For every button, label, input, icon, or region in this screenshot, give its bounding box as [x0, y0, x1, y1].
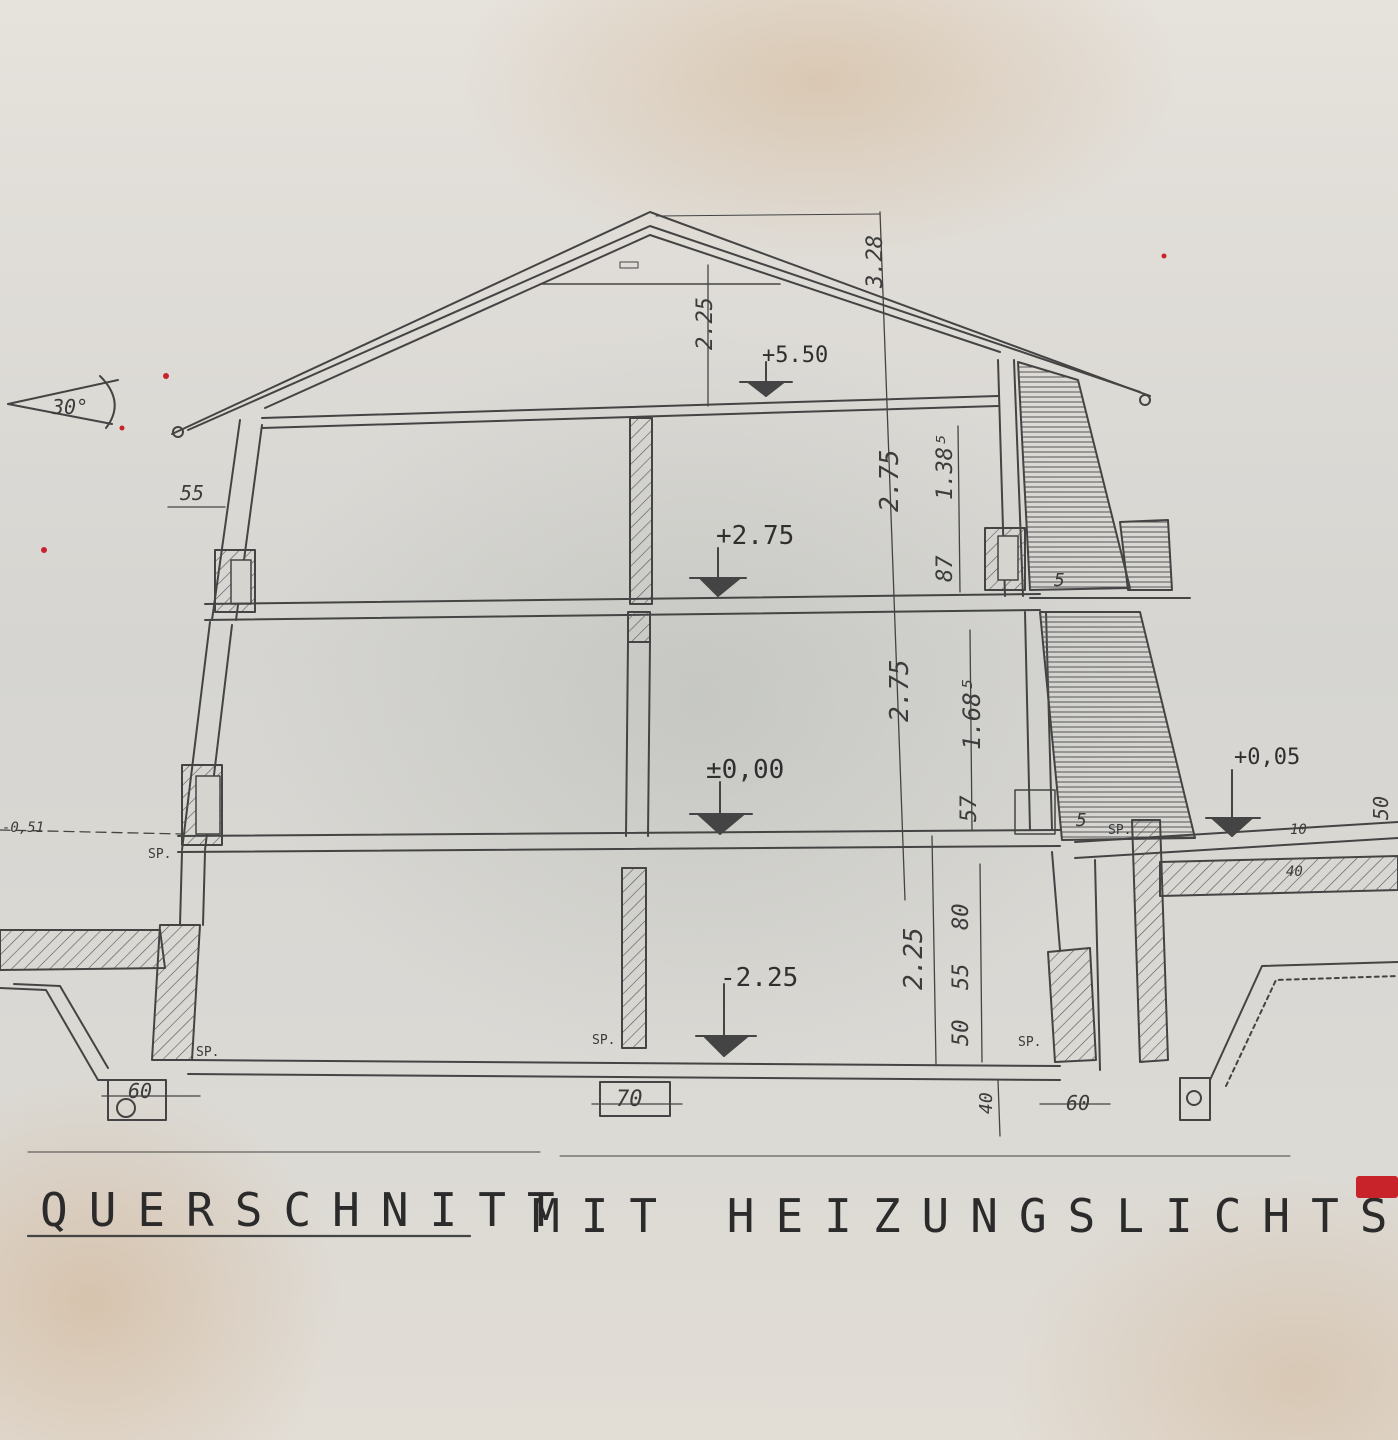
dim-basement-55: 55: [949, 964, 974, 991]
upper-slab: [204, 593, 1041, 621]
basement: [107, 851, 1211, 1121]
sp-label: SP.: [592, 1033, 615, 1048]
level-labels: +5.50 +2.75 ±0,00 -2.25 +0,05: [706, 343, 1300, 993]
dim-roof-total: 3.28: [863, 235, 888, 289]
dimension-labels: 3.28 2.25 2.75 2.75 2.25 1.38⁵ 87 1.68⁵ …: [2, 235, 1393, 1115]
terrain: [0, 855, 1398, 1087]
dim-ground-story: 2.75: [885, 659, 915, 722]
dimension-lines: [0, 211, 1291, 1238]
dim-footing-mid: 70: [616, 1087, 643, 1112]
sp-label: SP.: [148, 847, 171, 862]
dim-upper-win-top: 1.38⁵: [933, 434, 958, 500]
dim-terrace-10: 10: [1290, 822, 1307, 838]
level-attic: +5.50: [762, 343, 828, 368]
dim-terrace-40: 40: [1286, 864, 1303, 880]
roof-angle-mark: [7, 375, 119, 429]
level-outside: +0,05: [1234, 745, 1300, 770]
dim-upper-sill: 87: [933, 555, 958, 582]
drawing-title: QUERSCHNITT MIT HEIZUNGSLICHTSCHACHT: [40, 1183, 1398, 1243]
level-markers: [689, 361, 1261, 1057]
roof-angle-label: 30°: [51, 395, 88, 419]
level-ground: ±0,00: [706, 755, 784, 785]
dim-eave: 55: [180, 481, 204, 505]
red-pin-marks: [41, 253, 1398, 1198]
sp-labels: SP. SP. SP. SP. SP.: [148, 823, 1131, 1060]
dim-upper-story: 2.75: [875, 449, 905, 512]
dim-ground-win-top: 1.68⁵: [958, 678, 986, 750]
upper-floor: [211, 359, 1026, 621]
dim-step-a: 5: [1054, 570, 1065, 591]
dim-basement-story: 2.25: [899, 927, 929, 990]
dim-roof-inner: 2.25: [693, 297, 718, 350]
dim-step-b: 5: [1076, 810, 1087, 831]
roof: [171, 211, 1151, 438]
light-shaft: [1017, 361, 1398, 1071]
sp-label: SP.: [1018, 1035, 1041, 1050]
level-upper: +2.75: [716, 521, 794, 551]
dim-footing-right: 60: [1066, 1091, 1090, 1115]
sp-label: SP.: [196, 1045, 219, 1060]
ground-slab: [177, 829, 1061, 853]
dim-foot-40: 40: [976, 1092, 997, 1114]
dim-terrace-50: 50: [1369, 796, 1393, 820]
dim-left-cut: -0,51: [2, 820, 44, 836]
title-part2: MIT HEIZUNGSLICHTSCHACHT: [532, 1189, 1398, 1243]
sp-label: SP.: [1108, 823, 1131, 838]
dim-ground-sill: 57: [957, 795, 982, 822]
ground-floor: [181, 611, 1056, 851]
level-basement: -2.25: [720, 963, 798, 993]
dim-basement-50: 50: [949, 1020, 974, 1047]
title-part1: QUERSCHNITT: [40, 1183, 576, 1237]
dim-basement-80: 80: [949, 904, 974, 931]
dim-footing-left: 60: [128, 1079, 152, 1103]
